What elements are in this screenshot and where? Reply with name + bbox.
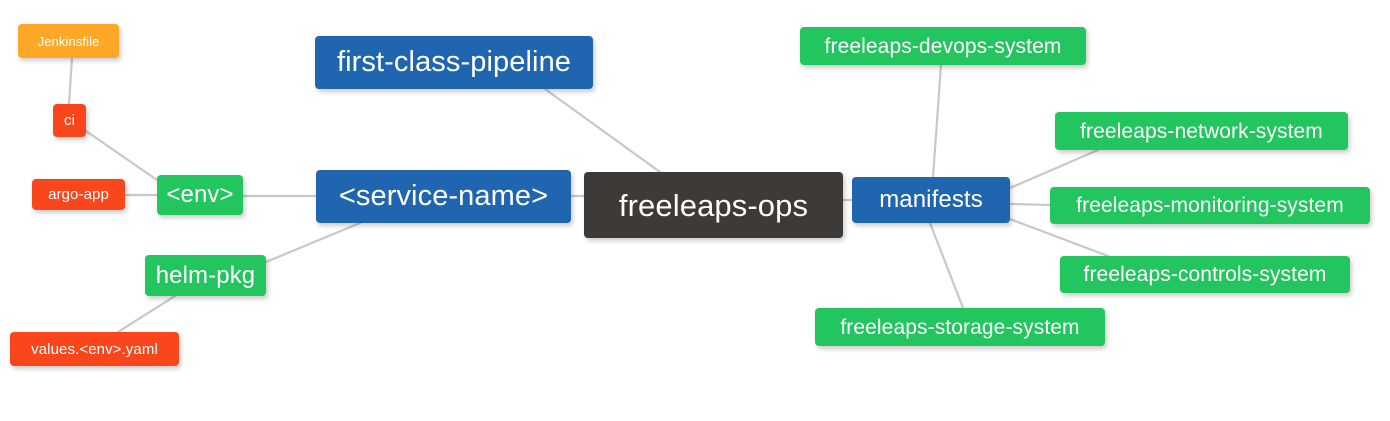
node-label-freeleaps-devops-system: freeleaps-devops-system [824, 34, 1062, 58]
edge-ci-to-env [84, 129, 159, 182]
node-label-service-name: <service-name> [338, 180, 549, 212]
node-freeleaps-controls-system[interactable]: freeleaps-controls-system [1060, 256, 1350, 293]
node-label-manifests: manifests [879, 186, 983, 213]
edge-freeleaps-devops-system-to-manifests [931, 63, 943, 179]
node-freeleaps-devops-system[interactable]: freeleaps-devops-system [800, 27, 1086, 65]
edge-jenkinsfile-to-ci [67, 56, 74, 106]
edge-first-class-pipeline-to-freeleaps-ops [543, 87, 662, 174]
edge-manifests-to-freeleaps-storage-system [928, 221, 965, 310]
node-label-helm-pkg: helm-pkg [155, 261, 256, 289]
node-service-name[interactable]: <service-name> [316, 170, 571, 223]
node-manifests[interactable]: manifests [852, 177, 1010, 223]
node-env[interactable]: <env> [157, 175, 243, 215]
node-label-freeleaps-controls-system: freeleaps-controls-system [1083, 263, 1327, 286]
node-values-yaml[interactable]: values.<env>.yaml [10, 332, 179, 366]
node-label-first-class-pipeline: first-class-pipeline [336, 46, 572, 78]
node-label-freeleaps-ops: freeleaps-ops [618, 187, 809, 223]
node-label-freeleaps-network-system: freeleaps-network-system [1080, 119, 1323, 143]
node-label-argo-app: argo-app [48, 186, 109, 203]
node-first-class-pipeline[interactable]: first-class-pipeline [315, 36, 593, 89]
edge-manifests-to-freeleaps-controls-system [1008, 217, 1110, 258]
node-jenkinsfile[interactable]: Jenkinsfile [18, 24, 119, 58]
edge-values-yaml-to-helm-pkg [116, 294, 177, 334]
node-label-ci: ci [63, 112, 76, 129]
edge-manifests-to-freeleaps-network-system [1008, 148, 1100, 190]
node-argo-app[interactable]: argo-app [32, 179, 125, 210]
node-label-freeleaps-monitoring-system: freeleaps-monitoring-system [1076, 194, 1344, 217]
node-ci[interactable]: ci [53, 104, 86, 137]
edge-helm-pkg-to-service-name [264, 221, 362, 264]
node-helm-pkg[interactable]: helm-pkg [145, 255, 266, 296]
node-freeleaps-ops[interactable]: freeleaps-ops [584, 172, 843, 238]
node-freeleaps-storage-system[interactable]: freeleaps-storage-system [815, 308, 1105, 346]
edge-manifests-to-freeleaps-monitoring-system [1008, 202, 1052, 207]
node-label-freeleaps-storage-system: freeleaps-storage-system [840, 315, 1080, 339]
node-label-env: <env> [166, 181, 234, 208]
node-label-values-yaml: values.<env>.yaml [31, 340, 158, 358]
node-label-jenkinsfile: Jenkinsfile [37, 33, 100, 49]
node-freeleaps-network-system[interactable]: freeleaps-network-system [1055, 112, 1348, 150]
node-freeleaps-monitoring-system[interactable]: freeleaps-monitoring-system [1050, 187, 1370, 224]
